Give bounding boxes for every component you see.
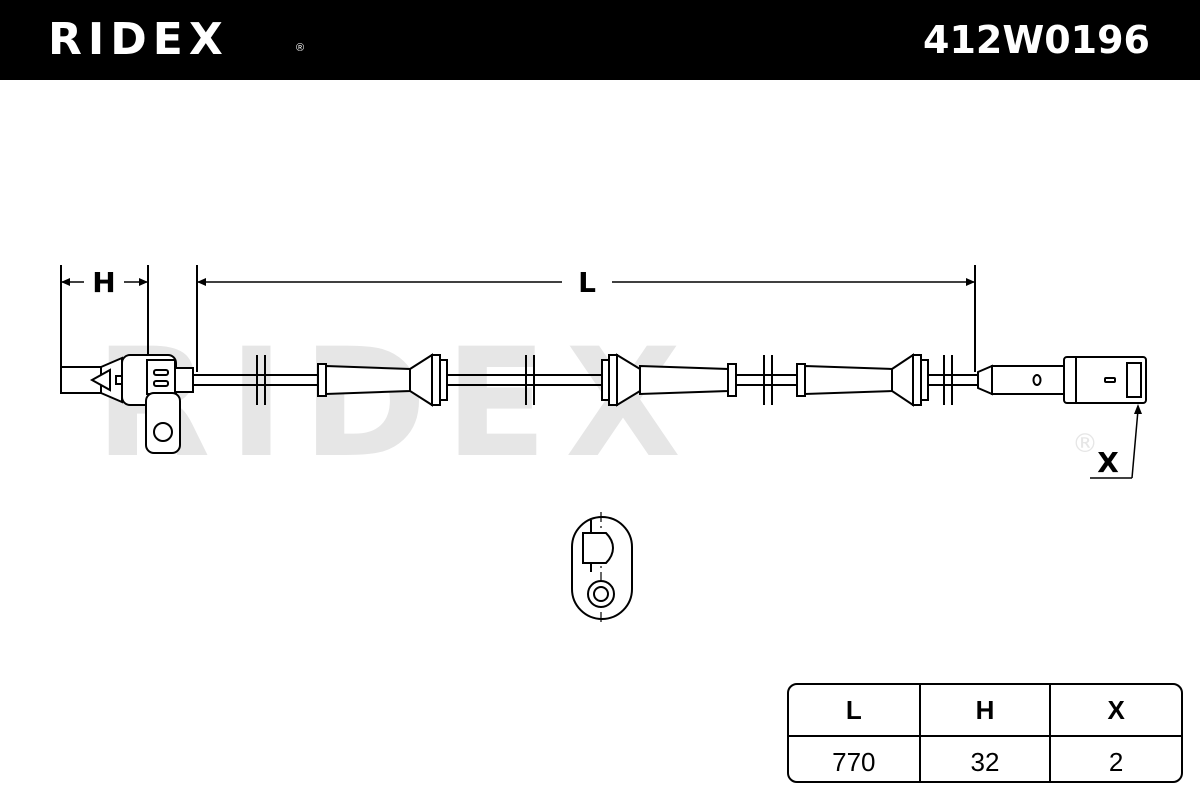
dimension-l — [196, 265, 976, 372]
cable-grommet-3 — [796, 353, 929, 407]
spec-header-l: L — [789, 685, 921, 737]
brand-registered-mark: ® — [296, 42, 305, 54]
cable-grommet-2 — [601, 353, 737, 407]
spec-header-x: X — [1050, 685, 1181, 737]
connector-end-view — [571, 512, 633, 624]
spec-value-l: 770 — [789, 736, 921, 781]
cable-grommet-1 — [317, 353, 448, 407]
brand-logo: RIDEX — [48, 14, 229, 65]
dimension-x-leader — [1090, 404, 1142, 479]
spec-table-header-row: L H X — [789, 685, 1181, 737]
technical-drawing: RIDEX ® — [60, 265, 1147, 624]
dimension-l-label: L — [578, 266, 596, 299]
dimension-x-label: X — [1097, 446, 1119, 479]
header-bar: RIDEX ® 412W0196 — [0, 0, 1200, 80]
part-number: 412W0196 — [923, 18, 1150, 62]
spec-value-x: 2 — [1108, 746, 1124, 777]
spec-value-h: 32 — [919, 736, 1052, 781]
spec-table-value-row: 770 32 2 — [789, 736, 1181, 781]
watermark-text: RIDEX — [95, 317, 699, 491]
watermark-registered-mark: ® — [1072, 429, 1098, 459]
spec-table: L H X 770 32 2 — [787, 683, 1183, 783]
spec-header-h: H — [919, 685, 1052, 737]
dimension-h-label: H — [92, 266, 115, 299]
sensor-head — [60, 354, 194, 454]
connector — [977, 356, 1147, 404]
